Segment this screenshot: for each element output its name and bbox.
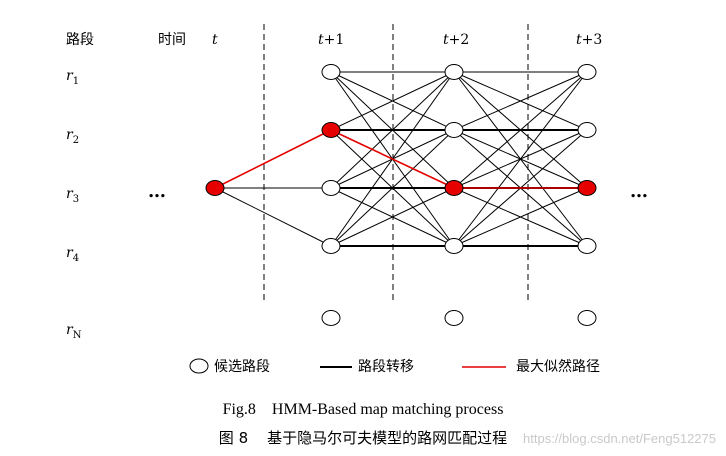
row-label-r3: r3 — [66, 186, 79, 205]
transition-edge-c2r1-c3r0 — [453, 71, 588, 131]
ellipsis-right: … — [630, 181, 648, 202]
legend-candidate-label: 候选路段 — [214, 359, 270, 375]
transition-edge-c2r3-c3r0 — [453, 71, 588, 247]
legend-transition-label: 路段转移 — [358, 359, 414, 375]
time-step-label-t1: t+1 — [318, 32, 344, 48]
matched-node-c0-r2 — [205, 180, 225, 196]
row-label-r1: r1 — [66, 68, 79, 87]
legend-max-path-label: 最大似然路径 — [516, 358, 600, 375]
time-step-label-t3: t+3 — [576, 32, 602, 48]
watermark: https://blog.csdn.net/Feng512275 — [523, 431, 716, 446]
max-path-segment-1 — [330, 129, 455, 189]
candidate-node-c1-r4 — [321, 310, 341, 326]
legend-candidate-node — [189, 358, 209, 374]
candidate-node-c1-r0 — [321, 64, 341, 80]
candidate-node-c2-r1 — [444, 122, 464, 138]
time-step-label-t2: t+2 — [443, 32, 469, 48]
transition-edge-c0r2-c1r3 — [214, 187, 332, 247]
transition-edges — [214, 71, 588, 247]
row-label-r2: r2 — [66, 127, 79, 146]
candidate-node-c1-r3 — [321, 238, 341, 254]
road-segment-header: 路段 — [66, 32, 94, 48]
candidate-node-c3-r4 — [577, 310, 597, 326]
legend: 候选路段 路段转移 最大似然路径 — [189, 358, 600, 375]
transition-edge-c1r3-c2r2 — [330, 187, 455, 247]
matched-node-c3-r2 — [577, 180, 597, 196]
max-path-segment-0 — [214, 129, 332, 189]
matched-node-c2-r2 — [444, 180, 464, 196]
candidate-node-c3-r3 — [577, 238, 597, 254]
row-label-r4: r4 — [66, 245, 79, 264]
candidate-node-c1-r2 — [321, 180, 341, 196]
max-likelihood-path — [214, 129, 587, 189]
candidate-nodes — [205, 64, 597, 326]
time-step-label-t: t — [212, 32, 218, 48]
ellipsis-left: … — [148, 181, 166, 202]
transition-edge-c2r3-c3r2 — [453, 187, 588, 247]
candidate-node-c3-r1 — [577, 122, 597, 138]
candidate-node-c2-r4 — [444, 310, 464, 326]
row-label-rN: rN — [66, 322, 82, 341]
caption-chinese: 图 8 基于隐马尔可夫模型的路网匹配过程 — [219, 429, 507, 447]
time-header: 时间 — [158, 32, 186, 48]
candidate-node-c3-r0 — [577, 64, 597, 80]
candidate-node-c2-r0 — [444, 64, 464, 80]
caption-english: Fig.8 HMM-Based map matching process — [223, 401, 504, 418]
transition-edge-c1r1-c2r0 — [330, 71, 455, 131]
candidate-node-c2-r3 — [444, 238, 464, 254]
matched-node-c1-r1 — [321, 122, 341, 138]
